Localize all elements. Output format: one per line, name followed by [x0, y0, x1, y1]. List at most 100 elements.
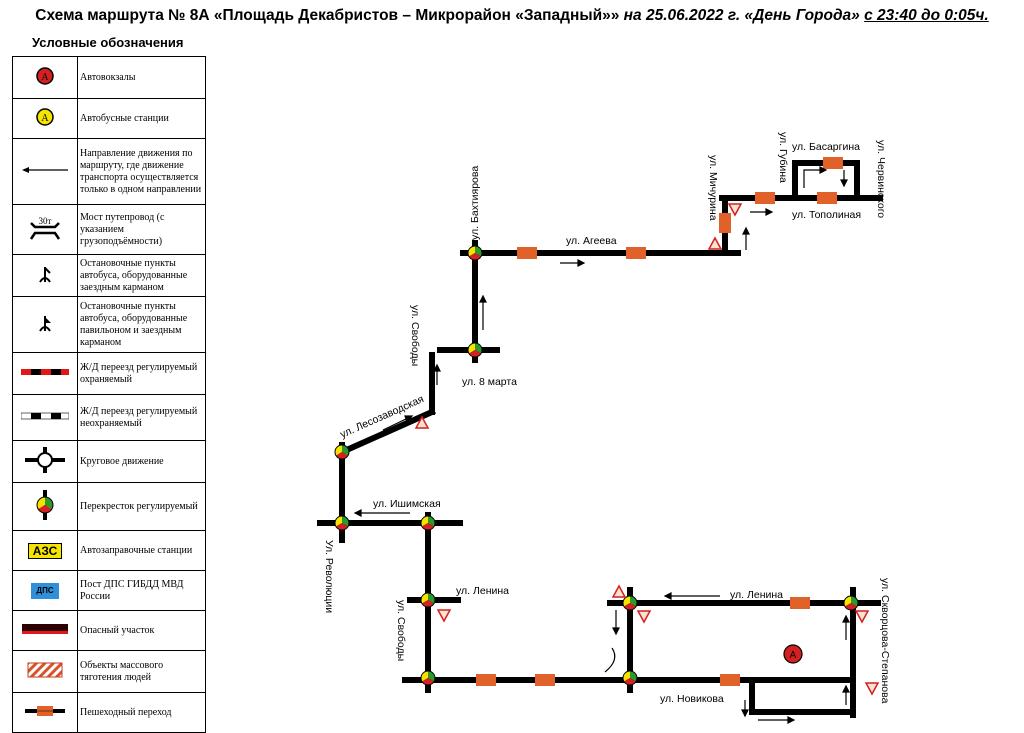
- traffic-light-intersection-icon: [622, 595, 638, 611]
- street-label: ул. Мичурина: [707, 155, 719, 221]
- pedestrian-crossing-icon: [719, 213, 731, 233]
- legend-row: 30т Мост путепровод (с указанием грузопод…: [12, 204, 206, 255]
- street-label: ул. Ленина: [456, 585, 509, 597]
- give-way-icon: [611, 584, 627, 598]
- title-date: на 25.06.2022 г. «День Города»: [623, 7, 860, 24]
- legend-row: Опасный участок: [12, 610, 206, 651]
- one-way-arrow-icon: [22, 166, 68, 173]
- pedestrian-crossings: [476, 157, 843, 686]
- street-label: ул. Тополиная: [792, 209, 861, 221]
- svg-text:А: А: [790, 650, 797, 661]
- traffic-light-intersection-icon: [467, 342, 483, 358]
- legend-row: Круговое движение: [12, 440, 206, 483]
- one-way-arrow-icon: [803, 169, 822, 188]
- svg-text:A: A: [41, 72, 49, 83]
- warning-triangles: [414, 203, 880, 696]
- legend-label: Остановочные пункты автобуса, оборудован…: [77, 254, 206, 297]
- bridge-icon: 30т: [29, 216, 61, 240]
- bus-station-icon: A: [36, 107, 54, 126]
- legend-title: Условные обозначения: [32, 35, 184, 50]
- traffic-light-intersection-icon: [334, 444, 350, 460]
- street-label: ул. Свободы: [395, 600, 407, 661]
- traffic-light-intersection-icon: [420, 515, 436, 531]
- page-title: Схема маршрута № 8А «Площадь Декабристов…: [0, 7, 1024, 25]
- give-way-icon: [436, 609, 452, 623]
- give-way-icon: [864, 682, 880, 696]
- street-label: ул. Ишимская: [373, 498, 441, 510]
- street-label: ул. Червинского: [875, 140, 887, 218]
- crowd-attraction-icon: [27, 662, 63, 677]
- roundabout-icon: [25, 446, 65, 473]
- legend-table: A Автовокзалы A Автобусные станции Направл…: [12, 56, 206, 733]
- give-way-icon: [854, 610, 870, 624]
- svg-text:30т: 30т: [39, 216, 52, 226]
- street-label: ул. Скворцова-Степанова: [879, 578, 891, 704]
- give-way-icon: [636, 610, 652, 624]
- pedestrian-crossing-icon: [626, 247, 646, 259]
- bus-stop-pavilion-icon: [39, 315, 51, 332]
- traffic-light-intersection-icon: [36, 489, 54, 520]
- legend-label: Опасный участок: [77, 610, 206, 651]
- traffic-light-intersection-icon: [420, 592, 436, 608]
- give-way-icon: [414, 415, 430, 429]
- svg-text:A: A: [41, 113, 49, 124]
- traffic-light-intersection-icon: [622, 670, 638, 686]
- one-way-arrow-icon: [382, 417, 409, 431]
- bus-terminal-icon: A: [36, 66, 54, 85]
- gas-station-icon: АЗС: [27, 542, 63, 559]
- street-label: ул. Агеева: [566, 235, 617, 247]
- legend-row: Ж/Д переезд регулируемый неохраняемый: [12, 394, 206, 441]
- legend-row: A Автовокзалы: [12, 56, 206, 99]
- title-time: с 23:40 до 0:05ч.: [864, 7, 989, 24]
- road-lesozavodskaya: [338, 408, 436, 456]
- police-post-icon: ДПС: [31, 582, 59, 599]
- legend-row: Остановочные пункты автобуса, оборудован…: [12, 254, 206, 297]
- traffic-light-intersection-icon: [843, 595, 859, 611]
- street-label: Ул. Революции: [323, 540, 335, 613]
- pedestrian-crossing-icon: [517, 247, 537, 259]
- pedestrian-crossing-icon: [790, 597, 810, 609]
- street-label: ул. Свободы: [409, 305, 421, 366]
- legend-row: A Автобусные станции: [12, 98, 206, 139]
- pedestrian-crossing-icon: [817, 192, 837, 204]
- give-way-icon: [707, 236, 723, 250]
- give-way-icon: [727, 203, 743, 217]
- street-label: ул. Новикова: [660, 693, 724, 705]
- street-label: ул. Губина: [777, 132, 789, 183]
- street-label: ул. Басаргина: [792, 141, 860, 153]
- legend-label: Автовокзалы: [77, 56, 206, 99]
- pedestrian-crossing-icon: [535, 674, 555, 686]
- legend-label: Остановочные пункты автобуса, оборудован…: [77, 296, 206, 353]
- legend-row: Остановочные пункты автобуса, оборудован…: [12, 296, 206, 353]
- traffic-light-intersection-icon: [420, 670, 436, 686]
- legend-row: Направление движения по маршруту, где дв…: [12, 138, 206, 205]
- legend-row: АЗС Автозаправочные станции: [12, 530, 206, 571]
- legend-label: Направление движения по маршруту, где дв…: [77, 138, 206, 205]
- pedestrian-crossing-icon: [755, 192, 775, 204]
- legend-label: Объекты массового тяготения людей: [77, 650, 206, 693]
- legend-label: Автозаправочные станции: [77, 530, 206, 571]
- legend-label: Мост путепровод (с указанием грузоподъём…: [77, 204, 206, 255]
- street-label: ул. Бахтиярова: [469, 166, 481, 240]
- traffic-light-intersection-icon: [467, 245, 483, 261]
- guarded-railway-crossing-icon: [21, 368, 69, 375]
- dangerous-section-icon: [22, 623, 68, 634]
- legend-label: Ж/Д переезд регулируемый неохраняемый: [77, 394, 206, 441]
- pedestrian-crossing-icon: [823, 157, 843, 169]
- turn-arrow-icon: [604, 647, 616, 673]
- street-label: ул. Ленина: [730, 589, 783, 601]
- direction-arrows: [353, 166, 850, 724]
- legend-label: Автобусные станции: [77, 98, 206, 139]
- pedestrian-crossing-icon: [476, 674, 496, 686]
- title-main: Схема маршрута № 8А «Площадь Декабристов…: [35, 7, 620, 24]
- road-novikova-loop: [749, 677, 856, 715]
- pedestrian-crossing-icon: [25, 705, 65, 716]
- bus-stop-pocket-icon: [39, 266, 51, 283]
- street-label: ул. 8 марта: [462, 376, 517, 388]
- traffic-lights: [334, 245, 859, 686]
- pedestrian-crossing-icon: [720, 674, 740, 686]
- traffic-light-intersection-icon: [334, 515, 350, 531]
- bus-terminal-icon: А: [783, 644, 803, 664]
